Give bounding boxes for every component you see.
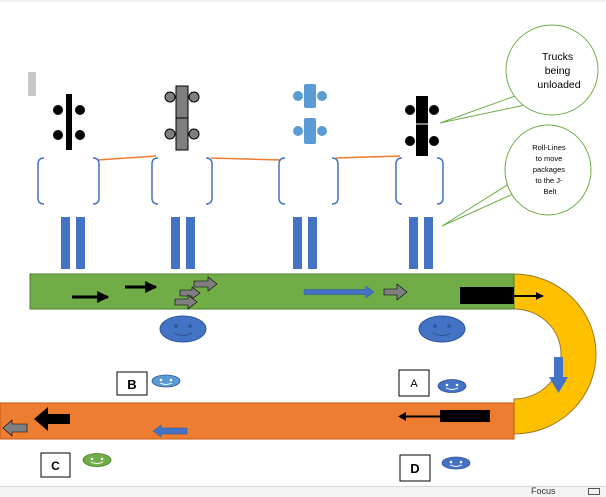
truck-2-icon (164, 85, 200, 151)
station-b: B (116, 371, 181, 396)
station-b-label: B (127, 377, 136, 392)
text-cursor-mark (28, 72, 36, 96)
roll-line-3 (293, 217, 317, 269)
roll-line-4 (409, 217, 433, 269)
roll-line-1 (61, 217, 85, 269)
worker-left-icon (159, 315, 207, 343)
green-belt (29, 273, 515, 310)
station-c: C (40, 452, 112, 478)
focus-button[interactable]: Focus (531, 486, 556, 496)
green-belt-arrows (72, 276, 544, 310)
station-a: A (398, 369, 467, 397)
callout-roll-lines: Roll-Lines to move packages to the J- Be… (441, 124, 592, 227)
dock-brackets (37, 157, 444, 205)
callout-roll-lines-text: Roll-Lines to move packages to the J- Be… (532, 143, 567, 196)
truck-1-icon (53, 94, 85, 150)
layout-view-icon[interactable] (588, 488, 600, 495)
status-bar (0, 486, 606, 497)
dock-connectors (97, 155, 401, 161)
j-belt-arrow (549, 357, 568, 393)
truck-3-icon (293, 84, 327, 144)
orange-belt-arrows (2, 407, 490, 438)
station-d-label: D (410, 461, 419, 476)
station-a-label: A (410, 378, 418, 390)
roll-line-2 (171, 217, 195, 269)
station-d: D (399, 454, 471, 482)
callout-trucks: Trucks being unloaded (439, 24, 599, 124)
orange-belt (0, 402, 515, 440)
j-belt (513, 273, 597, 435)
truck-4-icon (405, 96, 439, 156)
callout-trucks-text: Trucks being unloaded (537, 51, 580, 91)
worker-right-icon (418, 315, 466, 343)
station-c-label: C (51, 459, 60, 473)
